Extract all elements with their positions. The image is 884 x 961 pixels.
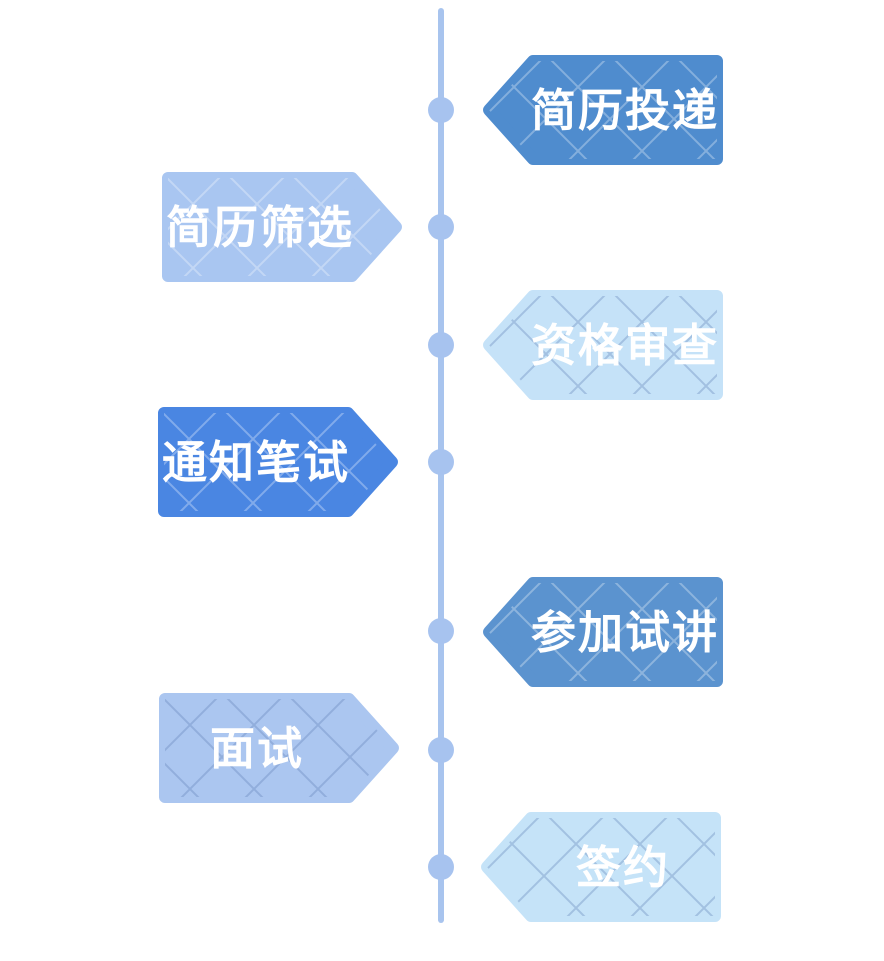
arrow-left-banner-shape bbox=[481, 812, 721, 922]
step-label: 参加试讲 bbox=[530, 606, 719, 658]
timeline-dot-2 bbox=[428, 214, 454, 240]
step-label: 签约 bbox=[575, 841, 670, 893]
step-label: 面试 bbox=[209, 722, 304, 774]
timeline-dot-1 bbox=[428, 97, 454, 123]
step-banner-qualification-review: 资格审查 bbox=[482, 290, 724, 400]
step-label: 简历筛选 bbox=[165, 201, 354, 253]
timeline-dot-3 bbox=[428, 332, 454, 358]
timeline-dot-5 bbox=[428, 618, 454, 644]
arrow-right-banner-shape bbox=[159, 693, 399, 803]
arrow-left-banner-shape bbox=[483, 577, 723, 687]
step-label: 简历投递 bbox=[530, 84, 719, 136]
timeline-dot-7 bbox=[428, 854, 454, 880]
step-banner-interview: 面试 bbox=[158, 693, 400, 803]
arrow-left-banner-shape bbox=[483, 290, 723, 400]
step-label: 通知笔试 bbox=[161, 436, 350, 488]
arrow-right-banner-shape bbox=[162, 172, 402, 282]
step-banner-resume-screening: 简历筛选 bbox=[161, 172, 403, 282]
step-banner-sign-contract: 签约 bbox=[480, 812, 722, 922]
arrow-left-banner-shape bbox=[483, 55, 723, 165]
step-label: 资格审查 bbox=[530, 319, 719, 371]
step-banner-resume-submission: 简历投递 bbox=[482, 55, 724, 165]
step-banner-trial-lecture: 参加试讲 bbox=[482, 577, 724, 687]
arrow-right-banner-shape bbox=[158, 407, 398, 517]
step-banner-written-test-notice: 通知笔试 bbox=[157, 407, 399, 517]
timeline-dot-4 bbox=[428, 449, 454, 475]
timeline-dot-6 bbox=[428, 737, 454, 763]
